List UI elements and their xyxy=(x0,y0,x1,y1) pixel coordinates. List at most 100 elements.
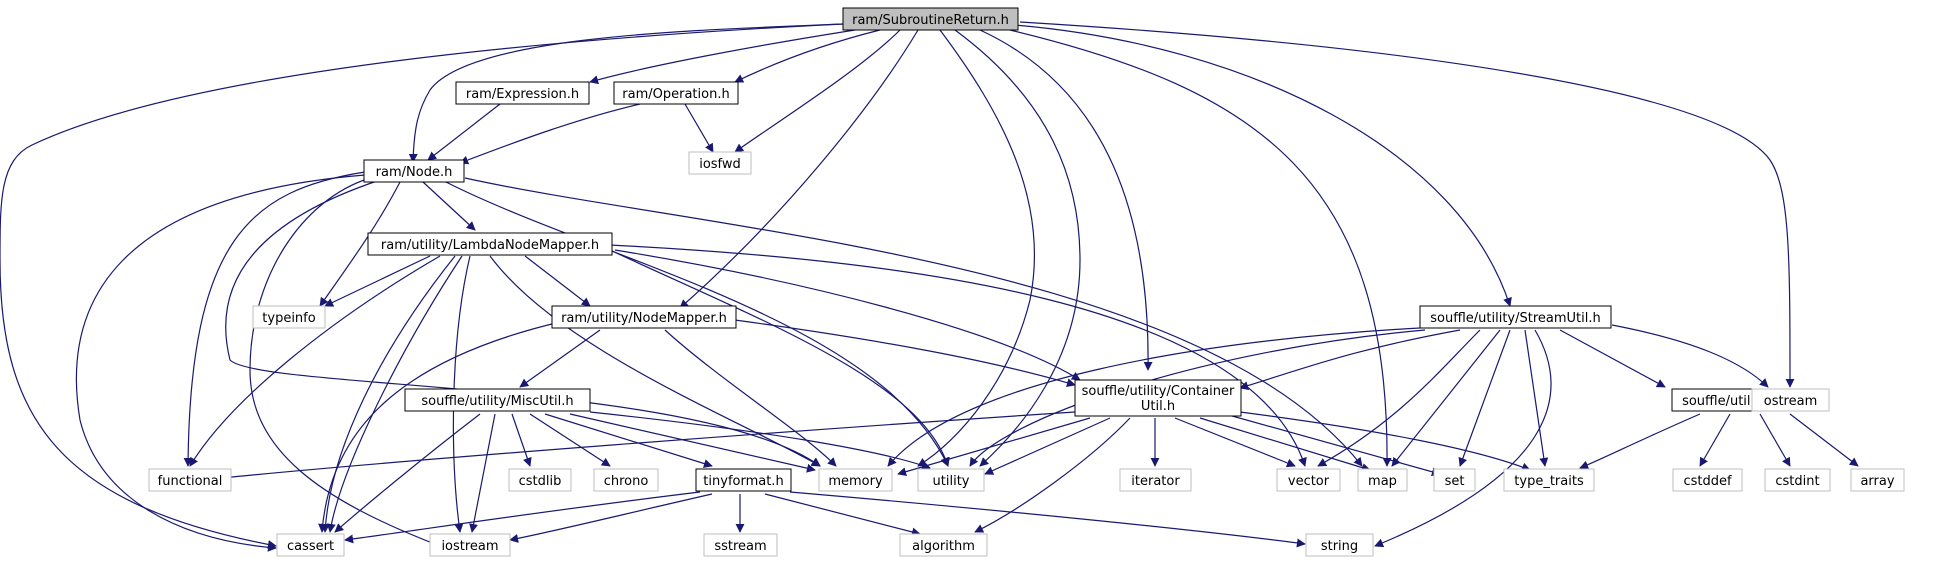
node-label: typeinfo xyxy=(262,311,315,326)
edge-node-mapper-to-cassert xyxy=(318,321,561,533)
node-set: set xyxy=(1433,468,1476,492)
edge-tinyformat-to-iostream xyxy=(509,493,713,543)
node-label: iosfwd xyxy=(699,157,741,172)
edge-root-to-container-util xyxy=(979,29,1153,371)
node-tinyformat[interactable]: tinyformat.h xyxy=(695,468,792,492)
edge-container-to-vector xyxy=(1174,417,1296,468)
node-sstream: sstream xyxy=(703,533,778,557)
node-utility: utility xyxy=(917,468,985,492)
edge-stream-to-map xyxy=(1391,329,1501,467)
node-label: array xyxy=(1860,474,1894,489)
edges xyxy=(0,21,1859,552)
edge-stream-to-memory xyxy=(887,327,1421,467)
node-type-traits: type_traits xyxy=(1503,468,1595,492)
edge-node-to-cassert xyxy=(75,174,366,552)
node-memory: memory xyxy=(818,468,893,492)
node-label: ram/utility/NodeMapper.h xyxy=(561,311,727,326)
node-typeinfo: typeinfo xyxy=(252,305,326,329)
edge-misc-to-cstdlib xyxy=(511,413,532,467)
edge-root-to-node-mapper xyxy=(679,29,919,309)
node-label: type_traits xyxy=(1514,474,1584,489)
node-label: memory xyxy=(828,474,883,489)
node-label-line-2: Util.h xyxy=(1141,399,1175,414)
node-label: map xyxy=(1368,474,1397,489)
node-map: map xyxy=(1357,468,1408,492)
node-label: cstdint xyxy=(1775,474,1819,489)
edge-lambda-to-cassert-2 xyxy=(326,255,463,533)
node-node[interactable]: ram/Node.h xyxy=(363,159,465,183)
node-string: string xyxy=(1305,533,1374,557)
edge-lambda-to-memory xyxy=(489,255,821,467)
edge-node-mapper-to-container-util xyxy=(734,319,1076,388)
edge-stream-to-vector xyxy=(1317,329,1481,467)
node-label: ram/Operation.h xyxy=(622,87,729,102)
node-node-mapper[interactable]: ram/utility/NodeMapper.h xyxy=(551,305,737,329)
node-chrono: chrono xyxy=(593,468,659,492)
node-cstdint: cstdint xyxy=(1764,468,1831,492)
edge-node-to-iostream xyxy=(249,177,441,548)
node-operation[interactable]: ram/Operation.h xyxy=(613,81,739,105)
edge-stream-to-set xyxy=(1458,329,1511,467)
edge-misc-to-memory xyxy=(569,413,816,473)
edge-root-to-iosfwd xyxy=(734,29,901,153)
edge-root-to-utility xyxy=(954,29,1081,467)
edge-operation-to-iosfwd xyxy=(684,103,714,153)
edge-lambda-to-functional xyxy=(189,255,441,467)
node-label: algorithm xyxy=(912,539,975,554)
edge-node-to-functional xyxy=(183,171,366,467)
node-array: array xyxy=(1850,468,1905,492)
edge-lambda-to-vector xyxy=(609,244,1307,467)
node-label: tinyformat.h xyxy=(703,474,783,489)
node-label: cstdlib xyxy=(519,474,562,489)
edge-misc-to-utility xyxy=(589,411,931,470)
node-label: ram/utility/LambdaNodeMapper.h xyxy=(381,238,599,253)
edge-misc-to-tinyformat xyxy=(544,413,713,468)
node-label: ostream xyxy=(1764,394,1818,409)
edge-stream-to-container-util xyxy=(1239,329,1461,390)
node-root[interactable]: ram/SubroutineReturn.h xyxy=(842,7,1019,31)
edge-span-to-cstddef xyxy=(1699,413,1731,467)
node-misc-util[interactable]: souffle/utility/MiscUtil.h xyxy=(404,388,591,412)
node-cstdlib: cstdlib xyxy=(508,468,572,492)
node-label-line-1: souffle/utility/Container xyxy=(1082,384,1235,399)
node-label: vector xyxy=(1288,474,1330,489)
node-container-util[interactable]: souffle/utility/Container Util.h xyxy=(1074,379,1242,417)
node-cstddef: cstddef xyxy=(1672,468,1743,492)
node-label: ram/Node.h xyxy=(376,165,453,180)
node-label: iostream xyxy=(441,539,498,554)
edge-root-to-stream-util xyxy=(1014,24,1512,307)
node-expression[interactable]: ram/Expression.h xyxy=(455,81,590,105)
node-label: cstddef xyxy=(1683,474,1732,489)
edge-node-to-memory xyxy=(225,179,821,467)
node-vector: vector xyxy=(1276,468,1341,492)
node-label: sstream xyxy=(714,539,766,554)
edge-stream-to-string xyxy=(1374,329,1552,548)
node-label: cassert xyxy=(287,539,334,554)
edge-container-to-type-traits xyxy=(1239,411,1531,472)
edge-expression-to-node xyxy=(427,103,501,161)
node-label: utility xyxy=(933,474,970,489)
edge-root-to-vector xyxy=(1009,29,1392,467)
edge-lambda-to-cassert xyxy=(321,255,456,533)
node-label: souffle/utility/StreamUtil.h xyxy=(1430,311,1601,326)
edge-container-to-functional xyxy=(221,411,1076,482)
edge-stream-to-type-traits xyxy=(1524,329,1549,467)
node-label: iterator xyxy=(1131,474,1180,489)
edge-span-to-cstdint xyxy=(1759,413,1791,467)
edge-root-to-operation xyxy=(734,29,881,83)
edge-span-to-type-traits xyxy=(1579,413,1701,470)
edge-root-to-node xyxy=(408,23,844,163)
edge-misc-to-chrono xyxy=(529,413,611,467)
node-stream-util[interactable]: souffle/utility/StreamUtil.h xyxy=(1419,305,1612,329)
edge-root-to-expression xyxy=(589,29,856,85)
node-label: set xyxy=(1445,474,1465,489)
node-functional: functional xyxy=(148,468,232,492)
edge-operation-to-node xyxy=(459,103,641,165)
node-lambda-mapper[interactable]: ram/utility/LambdaNodeMapper.h xyxy=(367,232,613,256)
edge-lambda-to-container-util xyxy=(614,249,1081,381)
node-algorithm: algorithm xyxy=(899,533,988,557)
node-label: ram/SubroutineReturn.h xyxy=(852,13,1009,28)
edge-root-to-ostream xyxy=(1019,21,1795,388)
edge-misc-to-cassert xyxy=(334,413,481,533)
